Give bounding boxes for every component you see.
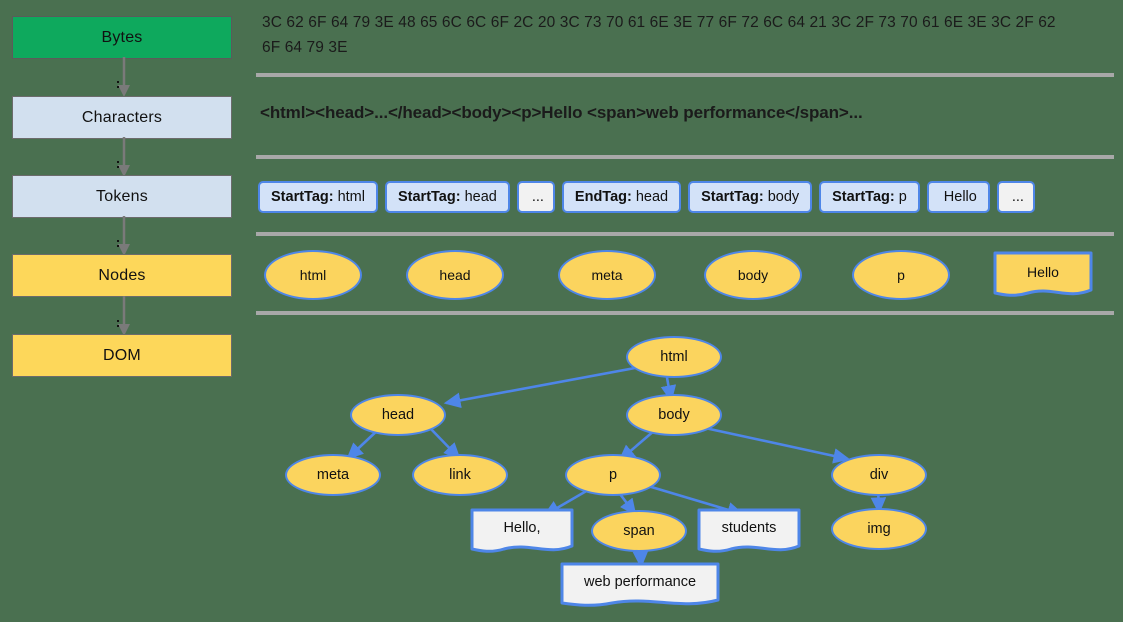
token-key: StartTag: — [701, 189, 764, 205]
token-value: head — [464, 189, 497, 205]
node-chip-meta[interactable]: meta — [558, 250, 656, 300]
pipeline-stage-dom: DOM — [12, 334, 232, 377]
nodes-strip: html head meta body p Hello — [264, 250, 1114, 306]
document-shape-icon — [697, 508, 801, 553]
edge-body-div — [704, 426, 851, 464]
token-chip-ellipsis[interactable]: ... — [516, 181, 555, 213]
pipeline-arrow-nodes-to-dom — [104, 296, 144, 336]
characters-markup-text: <html><head>...</head><body><p>Hello <sp… — [260, 103, 863, 122]
document-shape-icon — [470, 508, 574, 553]
node-ellipse: head — [406, 250, 504, 300]
token-chip[interactable]: StartTag: p — [819, 181, 920, 213]
dom-tree: html head body meta link p div span img … — [250, 318, 1123, 622]
node-ellipse: html — [264, 250, 362, 300]
tree-node-div[interactable]: div — [831, 454, 927, 496]
pipeline-stage-nodes: Nodes — [12, 254, 232, 297]
token-key: StartTag: — [271, 189, 334, 205]
tree-node-meta[interactable]: meta — [285, 454, 381, 496]
node-chip-hello-text[interactable]: Hello — [992, 250, 1094, 300]
token-value: head — [635, 189, 669, 205]
edge-html-head — [443, 364, 647, 409]
divider-nodes-dom — [256, 311, 1114, 315]
document-shape-icon — [993, 251, 1093, 297]
pipeline-stage-label: DOM — [103, 346, 141, 364]
tree-node-label: students — [721, 520, 777, 536]
token-key: StartTag: — [397, 189, 461, 205]
tree-node-body[interactable]: body — [626, 394, 722, 436]
edge-head-link — [429, 427, 461, 460]
tree-node-webperformance-text[interactable]: web performance — [560, 562, 720, 610]
token-chip-ellipsis[interactable]: ... — [996, 181, 1035, 213]
pipeline-stage-label: Bytes — [101, 28, 143, 46]
token-value: Hello — [943, 189, 977, 205]
tree-node-link[interactable]: link — [412, 454, 508, 496]
tree-node-label: web performance — [583, 574, 697, 590]
divider-tokens-nodes — [256, 232, 1114, 236]
token-chip[interactable]: StartTag: body — [688, 181, 813, 213]
pipeline-column: Bytes Characters Tokens — [0, 0, 250, 622]
token-value: ... — [531, 189, 544, 205]
tokens-strip: StartTag: html StartTag: head ... EndTag… — [258, 181, 1035, 213]
pipeline-arrow-tokens-to-nodes — [104, 216, 144, 256]
node-chip-head[interactable]: head — [406, 250, 504, 300]
token-chip-text[interactable]: Hello — [926, 181, 990, 213]
node-ellipse: p — [852, 250, 950, 300]
document-shape-icon — [560, 562, 720, 607]
tree-node-span[interactable]: span — [591, 510, 687, 552]
detail-panel: 3C 62 6F 64 79 3E 48 65 6C 6C 6F 2C 20 3… — [250, 0, 1123, 622]
node-ellipse: body — [704, 250, 802, 300]
tree-node-hello-text[interactable]: Hello, — [470, 508, 574, 556]
pipeline-stage-tokens: Tokens — [12, 175, 232, 218]
tree-node-label: Hello, — [503, 520, 541, 536]
token-value: html — [337, 189, 365, 205]
token-key: EndTag: — [574, 189, 632, 205]
tree-node-p[interactable]: p — [565, 454, 661, 496]
tree-node-head[interactable]: head — [350, 394, 446, 436]
node-chip-body[interactable]: body — [704, 250, 802, 300]
pipeline-stage-label: Nodes — [98, 266, 146, 284]
token-key: StartTag: — [832, 189, 895, 205]
pipeline-stage-bytes: Bytes — [12, 16, 232, 59]
pipeline-stage-characters: Characters — [12, 96, 232, 139]
divider-bytes-characters — [256, 73, 1114, 77]
tree-node-students-text[interactable]: students — [697, 508, 801, 556]
pipeline-arrow-characters-to-tokens — [104, 137, 144, 177]
pipeline-arrow-bytes-to-characters — [104, 57, 144, 97]
divider-characters-tokens — [256, 155, 1114, 159]
token-chip[interactable]: StartTag: head — [384, 181, 510, 213]
token-value: body — [767, 189, 800, 205]
token-chip[interactable]: StartTag: html — [258, 181, 378, 213]
tree-node-html[interactable]: html — [626, 336, 722, 378]
tree-node-img[interactable]: img — [831, 508, 927, 550]
node-chip-html[interactable]: html — [264, 250, 362, 300]
node-ellipse: meta — [558, 250, 656, 300]
node-chip-p[interactable]: p — [852, 250, 950, 300]
pipeline-stage-label: Tokens — [96, 187, 148, 205]
token-value: p — [898, 189, 907, 205]
token-chip[interactable]: EndTag: head — [561, 181, 682, 213]
token-value: ... — [1011, 189, 1024, 205]
bytes-hex-text: 3C 62 6F 64 79 3E 48 65 6C 6C 6F 2C 20 3… — [262, 14, 1056, 56]
pipeline-stage-label: Characters — [81, 108, 163, 126]
